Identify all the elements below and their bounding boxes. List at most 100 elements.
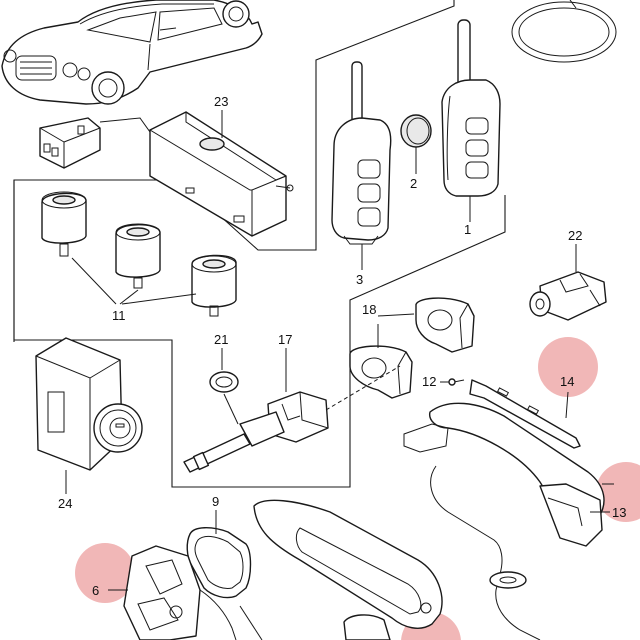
screw-12 (440, 378, 465, 386)
key-button-3a (357, 159, 381, 179)
connector-edge (39, 127, 65, 143)
module-button (199, 137, 225, 151)
callout-23: 23 (214, 94, 228, 109)
ring-outer (511, 1, 617, 63)
door-handle-14 (403, 379, 614, 640)
seal-9 (186, 510, 252, 599)
control-module-23 (39, 110, 294, 237)
lock-rod (239, 605, 263, 640)
callout-24: 24 (58, 496, 72, 511)
leader-11c (121, 293, 197, 305)
handle-trim-frame (253, 499, 443, 629)
leader-18b (377, 313, 415, 317)
cylinder-22-keyway (535, 298, 545, 310)
highlight-marker-14 (538, 337, 598, 397)
leader-21-low (223, 393, 239, 425)
cap-18a-hole (427, 309, 453, 331)
o-ring-outer (209, 371, 239, 393)
o-ring-21 (209, 348, 239, 425)
lock-latch (145, 559, 183, 595)
cylinder-11a-keyway (52, 195, 76, 205)
ignition-face (109, 417, 131, 439)
group-frames (13, 0, 506, 488)
flip-key-1 (441, 19, 501, 222)
cap-18b-edge (397, 351, 407, 395)
key-button-3b (357, 183, 381, 203)
cover-partial (343, 614, 391, 640)
key-fob-1 (441, 79, 501, 197)
key-button-3c (357, 207, 381, 227)
cylinder-11b (115, 224, 161, 278)
car-front-wheel (91, 71, 125, 105)
handle-cable (430, 465, 541, 640)
cylinder-17-edge (299, 391, 329, 429)
callout-11: 11 (112, 308, 126, 323)
car-front-hub (98, 78, 118, 98)
battery-cell (400, 114, 432, 148)
callout-18: 18 (362, 302, 376, 317)
ring-leader (569, 0, 577, 9)
callout-9: 9 (212, 494, 219, 509)
module-harness-wire (99, 117, 151, 133)
key-ring-3 (343, 235, 379, 245)
car-roofline (79, 3, 214, 25)
bracket-slot (526, 405, 540, 415)
harness-connector (39, 117, 101, 169)
connector-pin (43, 143, 51, 153)
key-button-1a (465, 117, 489, 135)
ignition-keyway (115, 423, 125, 428)
ignition-collar-ring (99, 409, 137, 447)
callout-14: 14 (560, 374, 574, 389)
key-remote-3 (331, 61, 392, 270)
handle-pivot (403, 423, 449, 453)
trim-outer (253, 499, 443, 629)
module-body (149, 111, 287, 237)
car-headlamp-inner (77, 67, 91, 81)
cylinder-22-lever (559, 273, 589, 293)
cylinder-11c-stem (209, 305, 219, 317)
connector-edge (63, 127, 101, 143)
callout-labels: 23 2 1 3 22 11 18 21 17 12 14 13 24 9 6 (58, 94, 626, 598)
connector-pin (51, 147, 59, 157)
car-door-seam (147, 43, 151, 71)
handle-end-edge (547, 497, 583, 527)
lock-pivot (169, 605, 183, 619)
leader-11a (71, 257, 117, 305)
trim-opening (295, 527, 422, 615)
callout-6: 6 (92, 583, 99, 598)
frame-cylinder-group (13, 180, 506, 488)
cap-18b (349, 345, 413, 399)
car-body (1, 0, 263, 105)
battery-2 (400, 114, 432, 174)
lock-mechanism-6 (108, 545, 263, 640)
module-tab (275, 185, 291, 189)
ring-inner (518, 7, 610, 57)
cable-grommet (489, 571, 527, 589)
cylinder-17-lever (281, 403, 301, 421)
car-rear-wheel (222, 0, 250, 28)
car-windscreen (86, 11, 157, 43)
callout-21: 21 (214, 332, 228, 347)
callout-12: 12 (422, 374, 436, 389)
key-fob-1-edge (446, 95, 451, 181)
module-side-edge (149, 129, 252, 191)
lock-cylinders-11 (41, 191, 237, 317)
callout-13: 13 (612, 505, 626, 520)
screw-head (448, 378, 456, 386)
highlight-marker-13 (596, 462, 640, 522)
cylinder-22-face (529, 291, 551, 317)
cable-grommet-inner (499, 576, 517, 584)
cylinder-11a-stem (59, 243, 69, 257)
frame-key-group (13, 0, 455, 340)
battery-edge (406, 117, 430, 145)
leader-11b (119, 289, 139, 305)
assembly-line-17 (325, 365, 401, 411)
highlight-marker-6 (75, 543, 135, 603)
o-ring-inner (215, 376, 233, 388)
lock-gear (137, 597, 179, 631)
car-headlamp-right (62, 62, 78, 78)
ignition-lock-24 (35, 337, 143, 494)
car-headlamp-left (3, 49, 17, 63)
key-button-1c (465, 161, 489, 179)
vehicle-illustration (1, 0, 263, 105)
